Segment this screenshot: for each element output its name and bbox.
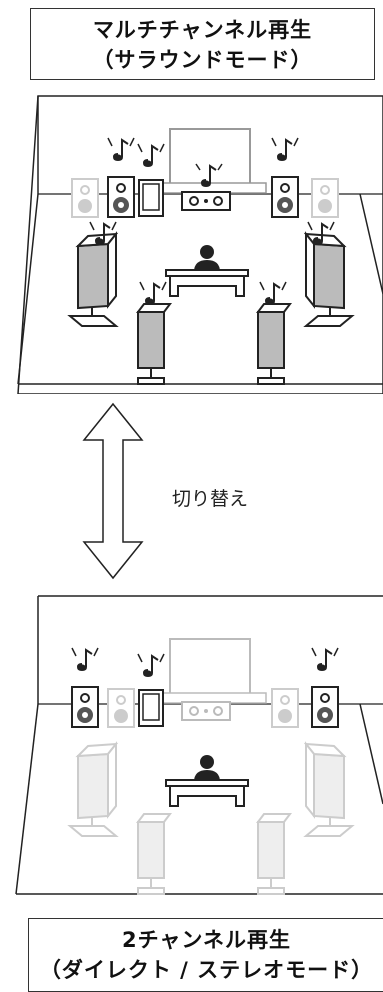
tv-screen <box>169 638 251 702</box>
front-wide-right-speaker <box>271 688 299 728</box>
front-wide-left-speaker <box>71 178 99 218</box>
surround-back-right-speaker <box>256 813 292 895</box>
front-left-speaker <box>107 176 135 218</box>
front-right-speaker <box>271 176 299 218</box>
center-speaker <box>181 191 231 211</box>
front-left-speaker <box>71 686 99 728</box>
multichannel-subtitle: （サラウンドモード） <box>92 48 313 72</box>
multichannel-title: マルチチャンネル再生 <box>92 18 313 42</box>
surround-right-speaker <box>303 741 355 837</box>
surround-back-left-speaker <box>136 813 172 895</box>
multichannel-room-diagram <box>0 84 383 394</box>
two-channel-title: 2チャンネル再生 <box>122 928 291 952</box>
surround-left-speaker <box>67 741 119 837</box>
listener <box>165 245 249 297</box>
two-channel-room-diagram <box>0 594 383 904</box>
surround-right-speaker <box>303 231 355 327</box>
surround-left-speaker <box>67 231 119 327</box>
front-wide-right-speaker <box>311 178 339 218</box>
two-channel-title-box: 2チャンネル再生 （ダイレクト / ステレオモード） <box>28 918 383 992</box>
multichannel-title-box: マルチチャンネル再生 （サラウンドモード） <box>30 8 375 80</box>
surround-back-right-speaker <box>256 303 292 385</box>
center-speaker <box>181 701 231 721</box>
switch-arrow-icon <box>82 402 144 580</box>
surround-back-left-speaker <box>136 303 172 385</box>
front-wide-left-speaker <box>107 688 135 728</box>
two-channel-subtitle: （ダイレクト / ステレオモード） <box>39 958 374 982</box>
subwoofer <box>138 179 164 217</box>
front-right-speaker <box>311 686 339 728</box>
listener <box>165 755 249 807</box>
switch-label: 切り替え <box>172 488 249 510</box>
subwoofer <box>138 689 164 727</box>
